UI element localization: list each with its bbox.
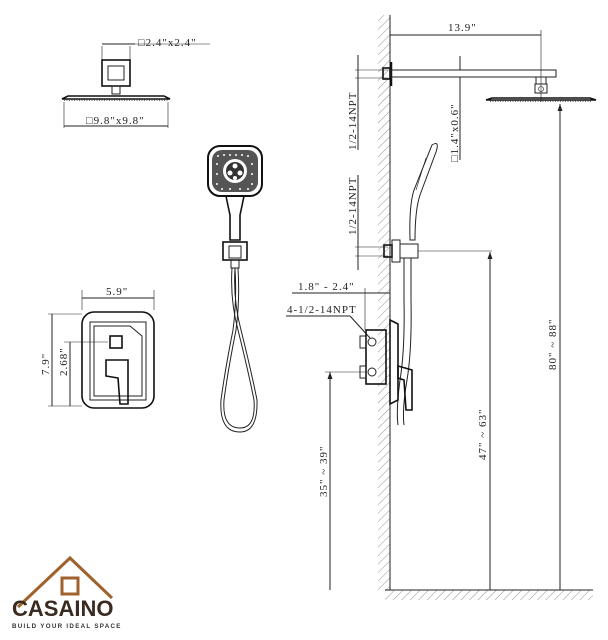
arm-thread-label: 1/2-14NPT [347, 92, 359, 151]
valve-height-label: 35" ~ 39" [318, 446, 330, 497]
valve-depth-label: 1.8" - 2.4" [298, 281, 355, 293]
outlet-thread-label: 1/2-14NPT [347, 177, 359, 236]
arm-section-label: □1.4"x0.6" [449, 103, 461, 162]
outlet-height-label: 47" ~ 63" [477, 409, 489, 460]
arm-length-label: 13.9" [448, 22, 477, 34]
hand-shower-front [207, 145, 263, 433]
wall [378, 15, 593, 600]
trim-width-label: 5.9" [106, 286, 128, 298]
logo-tagline: BUILD YOUR IDEAL SPACE [12, 623, 122, 630]
trim-height-label: 7.9" [40, 353, 52, 375]
casaino-logo: CASAINO BUILD YOUR IDEAL SPACE [12, 555, 122, 630]
rain-head-view: □2.4"x2.4" □9.8"x9.8" [61, 37, 210, 128]
escutcheon [101, 59, 131, 87]
logo-name: CASAINO [12, 596, 113, 621]
trim-offset-label: 2.68" [58, 347, 70, 376]
head-size-label: □9.8"x9.8" [86, 115, 145, 127]
valve-ports-label: 4-1/2-14NPT [287, 304, 357, 316]
head-height-label: 80" ~ 88" [547, 319, 559, 370]
escutcheon-size-label: □2.4"x2.4" [138, 37, 197, 49]
side-elevation: 13.9" □1.4"x0.6" 1/2-14NPT 1/2-14NPT [286, 22, 597, 590]
valve-trim-front: 5.9" 7.9" 2.68" [40, 286, 155, 409]
